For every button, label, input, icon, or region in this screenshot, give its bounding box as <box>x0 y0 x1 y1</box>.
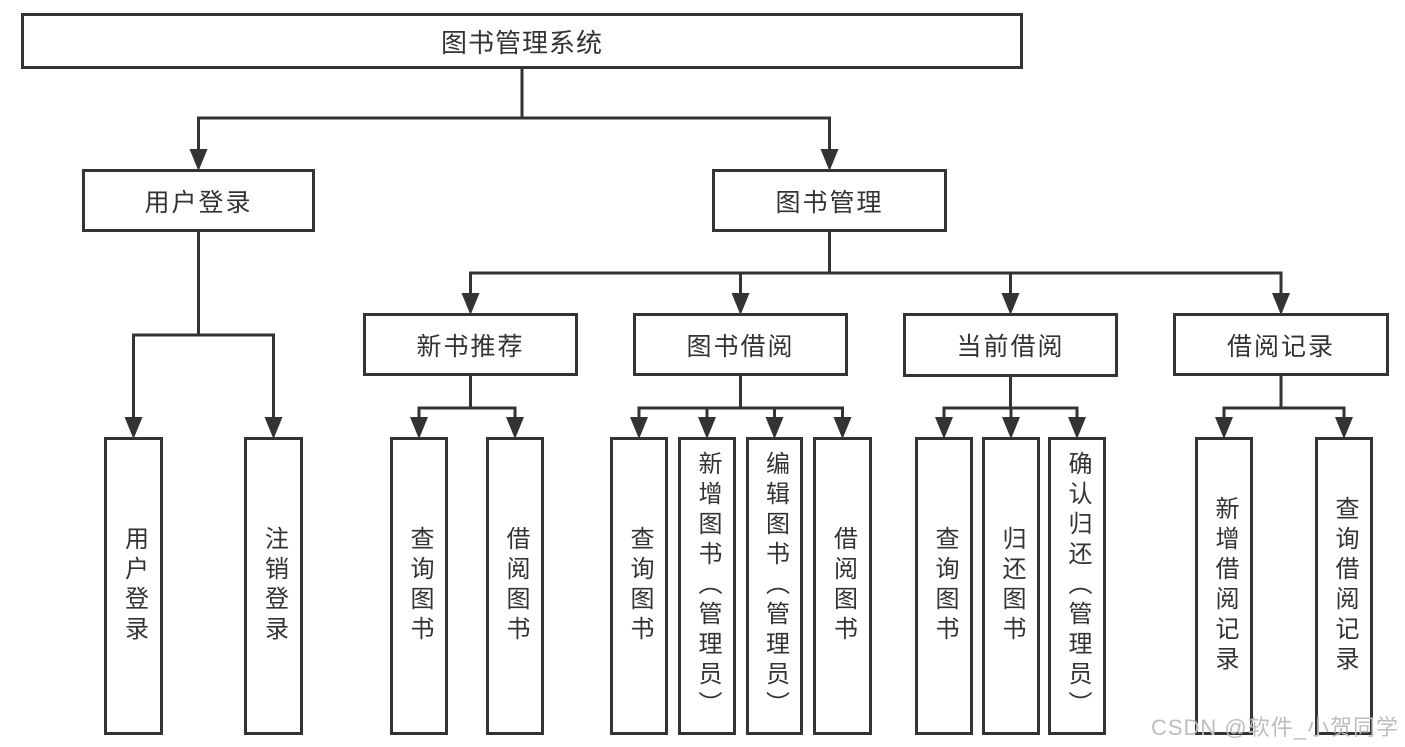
arrow-down-icon <box>765 417 784 439</box>
node-label: 查询图书 <box>406 526 433 646</box>
node-label: 查询图书 <box>626 526 653 646</box>
node-label: 图书管理 <box>775 188 884 217</box>
arrow-down-icon <box>124 417 143 439</box>
node-label: 新增图书（管理员） <box>694 451 721 721</box>
arrow-down-icon <box>506 417 524 439</box>
arrow-down-icon <box>833 417 852 439</box>
node-leaf-borrow-book-2: 借阅图书 <box>813 437 872 735</box>
node-label: 新增借阅记录 <box>1211 496 1238 676</box>
arrow-down-icon <box>630 417 648 439</box>
node-label: 确认归还（管理员） <box>1064 451 1091 721</box>
node-label: 用户登录 <box>120 526 148 646</box>
arrow-down-icon <box>264 417 283 439</box>
arrow-down-icon <box>1002 417 1020 439</box>
node-label: 新书推荐 <box>416 332 525 361</box>
node-leaf-confirm-return: 确认归还（管理员） <box>1048 437 1106 735</box>
node-leaf-borrow-book-1: 借阅图书 <box>486 437 544 735</box>
node-label: 借阅图书 <box>502 526 529 646</box>
node-label: 编辑图书（管理员） <box>761 451 789 721</box>
arrow-down-icon <box>1335 417 1353 439</box>
arrow-down-icon <box>461 293 480 315</box>
arrow-down-icon <box>698 417 716 439</box>
node-label: 归还图书 <box>998 526 1025 646</box>
node-label: 借阅记录 <box>1226 332 1335 361</box>
arrow-down-icon <box>820 149 839 171</box>
node-leaf-add-borrow-rec: 新增借阅记录 <box>1195 437 1253 735</box>
node-leaf-return-book: 归还图书 <box>982 437 1040 735</box>
node-label: 查询借阅记录 <box>1331 496 1358 676</box>
watermark: CSDN @软件_小贺同学 <box>1150 715 1399 740</box>
node-label: 用户登录 <box>144 188 253 217</box>
arrow-down-icon <box>1001 293 1020 315</box>
node-user-login: 用户登录 <box>82 169 315 232</box>
node-root: 图书管理系统 <box>21 13 1023 69</box>
node-label: 当前借阅 <box>956 333 1065 361</box>
arrow-down-icon <box>935 417 953 439</box>
node-leaf-user-login: 用户登录 <box>104 437 163 735</box>
arrow-down-icon <box>1068 417 1086 439</box>
node-leaf-add-book: 新增图书（管理员） <box>678 437 736 735</box>
arrow-down-icon <box>410 417 428 439</box>
node-leaf-query-book-1: 查询图书 <box>390 437 448 735</box>
node-current-borrow: 当前借阅 <box>903 313 1118 377</box>
arrow-down-icon <box>1272 293 1290 315</box>
node-leaf-edit-book: 编辑图书（管理员） <box>746 437 803 735</box>
node-label: 图书借阅 <box>686 332 795 361</box>
node-borrow-record: 借阅记录 <box>1173 313 1389 376</box>
arrow-down-icon <box>731 293 750 315</box>
node-label: 图书管理系统 <box>440 27 603 58</box>
node-leaf-logout: 注销登录 <box>244 437 303 735</box>
node-book-borrow: 图书借阅 <box>633 313 848 376</box>
node-label: 注销登录 <box>260 526 288 646</box>
node-book-mgmt: 图书管理 <box>712 169 947 232</box>
node-label: 借阅图书 <box>829 526 857 646</box>
node-leaf-query-borrow-rec: 查询借阅记录 <box>1315 437 1373 735</box>
node-leaf-query-book-2: 查询图书 <box>610 437 668 735</box>
node-new-book-rec: 新书推荐 <box>363 313 578 376</box>
arrow-down-icon <box>1215 417 1233 439</box>
node-label: 查询图书 <box>931 526 958 646</box>
node-leaf-query-book-3: 查询图书 <box>915 437 973 735</box>
arrow-down-icon <box>189 149 208 171</box>
